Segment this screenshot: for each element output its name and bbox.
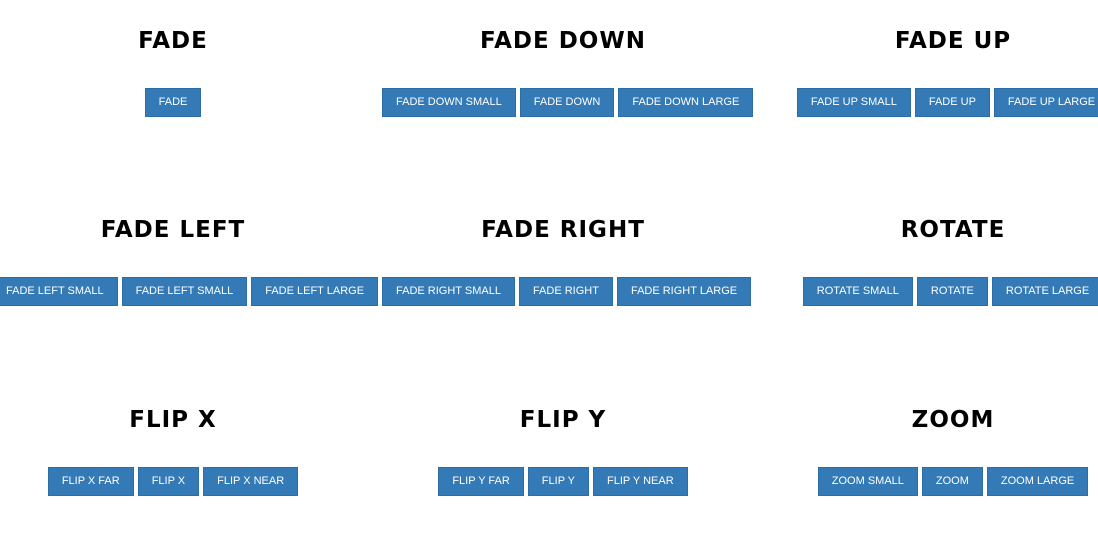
rotate-small-button[interactable]: ROTATE SMALL	[802, 277, 913, 306]
fade-up-small-button[interactable]: FADE UP SMALL	[796, 88, 911, 117]
fade-down-large-button[interactable]: FADE DOWN LARGE	[618, 88, 754, 117]
fade-up-large-button[interactable]: FADE UP LARGE	[993, 88, 1098, 117]
section-title: FLIP X	[129, 407, 217, 433]
fade-left-small-button[interactable]: FADE LEFT SMALL	[0, 277, 118, 306]
fade-up-button[interactable]: FADE UP	[914, 88, 990, 117]
flip-x-far-button[interactable]: FLIP X FAR	[47, 467, 134, 496]
fade-right-button[interactable]: FADE RIGHT	[518, 277, 613, 306]
flip-x-button[interactable]: FLIP X	[137, 467, 200, 496]
flip-y-button[interactable]: FLIP Y	[527, 467, 590, 496]
section-title: ZOOM	[911, 407, 995, 433]
zoom-large-button[interactable]: ZOOM LARGE	[986, 467, 1089, 496]
zoom-small-button[interactable]: ZOOM SMALL	[817, 467, 918, 496]
rotate-large-button[interactable]: ROTATE LARGE	[991, 277, 1098, 306]
button-row: FADE	[0, 88, 356, 117]
zoom-button[interactable]: ZOOM	[921, 467, 983, 496]
section-title: ROTATE	[900, 217, 1006, 243]
section-title: FADE LEFT	[100, 217, 246, 243]
fade-left-large-button[interactable]: FADE LEFT LARGE	[251, 277, 379, 306]
fade-right-small-button[interactable]: FADE RIGHT SMALL	[382, 277, 515, 306]
fade-down-button[interactable]: FADE DOWN	[519, 88, 615, 117]
fade-left-small-button[interactable]: FADE LEFT SMALL	[121, 277, 248, 306]
section-fade: FADE FADE	[0, 27, 356, 117]
fade-button[interactable]: FADE	[144, 88, 202, 117]
fade-right-large-button[interactable]: FADE RIGHT LARGE	[616, 277, 752, 306]
section-title: FADE UP	[894, 28, 1012, 54]
section-title: FADE RIGHT	[481, 217, 645, 243]
rotate-button[interactable]: ROTATE	[916, 277, 988, 306]
flip-x-near-button[interactable]: FLIP X NEAR	[203, 467, 299, 496]
section-title: FADE	[138, 28, 208, 54]
flip-y-near-button[interactable]: FLIP Y NEAR	[593, 467, 688, 496]
flip-y-far-button[interactable]: FLIP Y FAR	[438, 467, 524, 496]
section-title: FLIP Y	[519, 407, 607, 433]
section-title: FADE DOWN	[480, 28, 646, 54]
fade-down-small-button[interactable]: FADE DOWN SMALL	[382, 88, 516, 117]
